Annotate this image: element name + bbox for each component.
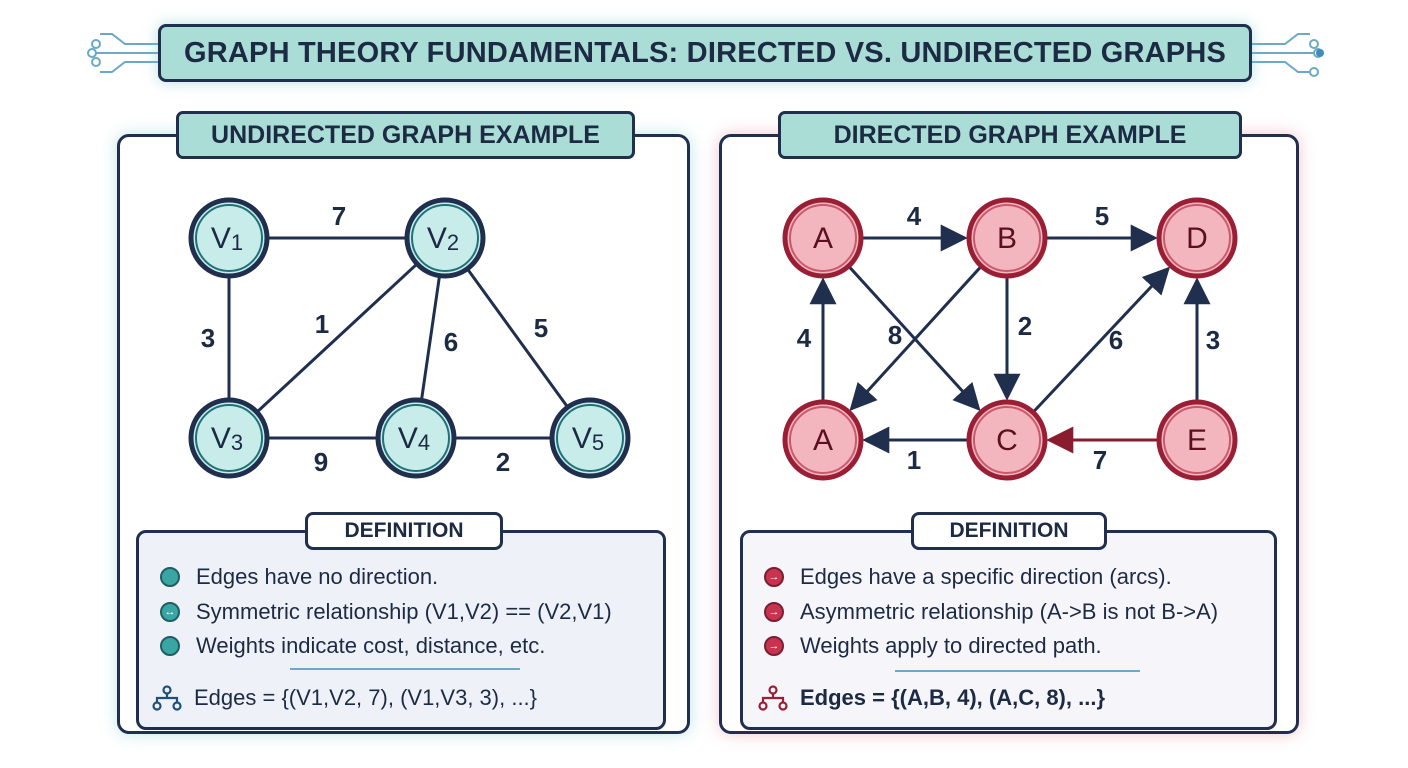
node-label: E bbox=[1187, 424, 1207, 457]
edge-V2-V5 bbox=[443, 237, 592, 439]
main-title: GRAPH THEORY FUNDAMENTALS: DIRECTED VS. … bbox=[158, 24, 1252, 82]
node-V4: V4 bbox=[375, 397, 457, 479]
directed-divider bbox=[895, 670, 1140, 672]
arc-weight-label: 5 bbox=[1095, 201, 1109, 231]
node-circle bbox=[404, 197, 486, 279]
node-circle bbox=[966, 399, 1048, 481]
arc-weight-label: 8 bbox=[888, 320, 902, 350]
node-circle bbox=[782, 197, 864, 279]
double-arrow-icon: ↔ bbox=[160, 602, 180, 622]
arrow-right-icon: → bbox=[764, 636, 784, 656]
circle-icon bbox=[160, 636, 180, 656]
edge-weight-label: 2 bbox=[496, 447, 510, 477]
bullet-text: Weights indicate cost, distance, etc. bbox=[196, 633, 546, 658]
node-V5: V5 bbox=[549, 397, 631, 479]
undirected-edges-set: Edges = {(V1,V2, 7), (V1,V3, 3), ...} bbox=[152, 683, 537, 713]
bullet-text: Asymmetric relationship (A->B is not B->… bbox=[800, 599, 1219, 624]
tree-icon bbox=[758, 685, 788, 711]
node-circle bbox=[375, 397, 457, 479]
arc-C-D bbox=[1033, 266, 1171, 412]
arc-weight-label: 4 bbox=[797, 323, 812, 353]
arc-B-A2 bbox=[849, 266, 982, 411]
directed-edges-set: Edges = {(A,B, 4), (A,C, 8), ...} bbox=[758, 683, 1105, 713]
node-circle bbox=[966, 197, 1048, 279]
node-circle bbox=[1156, 399, 1238, 481]
bullet-text: Edges have a specific direction (arcs). bbox=[800, 564, 1172, 589]
edges-set-text: Edges = {(V1,V2, 7), (V1,V3, 3), ...} bbox=[194, 685, 538, 710]
undirected-bullet: Weights indicate cost, distance, etc. bbox=[160, 632, 545, 660]
edge-weight-label: 5 bbox=[534, 313, 548, 343]
node-A1: A bbox=[782, 197, 864, 279]
bullet-text: Weights apply to directed path. bbox=[800, 633, 1102, 658]
arc-weight-label: 4 bbox=[907, 201, 922, 231]
node-ring bbox=[382, 404, 450, 472]
node-label: V3 bbox=[211, 422, 243, 455]
node-label: V1 bbox=[211, 222, 243, 255]
directed-definition-box bbox=[740, 530, 1277, 730]
node-E: E bbox=[1156, 399, 1238, 481]
node-ring bbox=[556, 404, 624, 472]
arc-weight-label: 2 bbox=[1018, 311, 1032, 341]
edge-weight-label: 7 bbox=[332, 201, 346, 231]
node-label: A bbox=[813, 424, 833, 457]
node-label: V4 bbox=[398, 422, 430, 455]
edge-V2-V3 bbox=[227, 236, 447, 440]
bullet-text: Edges have no direction. bbox=[196, 564, 439, 589]
node-ring bbox=[195, 204, 263, 272]
node-circle bbox=[549, 397, 631, 479]
node-D: D bbox=[1156, 197, 1238, 279]
tree-icon bbox=[152, 685, 182, 711]
node-ring bbox=[411, 204, 479, 272]
undirected-definition-title: DEFINITION bbox=[305, 512, 503, 550]
arrow-right-icon: → bbox=[764, 602, 784, 622]
edge-weight-label: 3 bbox=[201, 323, 215, 353]
node-V3: V3 bbox=[188, 397, 270, 479]
node-ring bbox=[973, 204, 1041, 272]
node-C: C bbox=[966, 399, 1048, 481]
node-ring bbox=[789, 204, 857, 272]
undirected-bullet: Edges have no direction. bbox=[160, 563, 438, 591]
edge-weight-label: 6 bbox=[444, 327, 458, 357]
node-V2: V2 bbox=[404, 197, 486, 279]
node-ring bbox=[973, 406, 1041, 474]
node-ring bbox=[789, 406, 857, 474]
node-B: B bbox=[966, 197, 1048, 279]
directed-bullet: → Asymmetric relationship (A->B is not B… bbox=[764, 598, 1218, 626]
undirected-panel-title: UNDIRECTED GRAPH EXAMPLE bbox=[176, 111, 635, 159]
circle-icon bbox=[160, 567, 180, 587]
arc-weight-label: 3 bbox=[1206, 325, 1220, 355]
directed-bullet: → Edges have a specific direction (arcs)… bbox=[764, 563, 1172, 591]
edge-weight-label: 1 bbox=[315, 309, 329, 339]
node-label: A bbox=[813, 222, 833, 255]
arc-weight-label: 6 bbox=[1109, 325, 1123, 355]
arc-weight-label: 1 bbox=[907, 445, 921, 475]
node-circle bbox=[782, 399, 864, 481]
node-label: V2 bbox=[427, 222, 459, 255]
undirected-divider bbox=[290, 668, 520, 670]
node-ring bbox=[1163, 204, 1231, 272]
node-label: V5 bbox=[572, 422, 604, 455]
node-label: C bbox=[996, 424, 1018, 457]
node-ring bbox=[1163, 406, 1231, 474]
node-circle bbox=[188, 397, 270, 479]
bullet-text: Symmetric relationship (V1,V2) == (V2,V1… bbox=[196, 599, 612, 624]
arc-weight-label: 7 bbox=[1093, 445, 1107, 475]
edges-set-text: Edges = {(A,B, 4), (A,C, 8), ...} bbox=[800, 685, 1106, 710]
node-label: D bbox=[1186, 222, 1208, 255]
directed-panel-title: DIRECTED GRAPH EXAMPLE bbox=[778, 111, 1242, 159]
node-ring bbox=[195, 404, 263, 472]
node-label: B bbox=[997, 222, 1017, 255]
edge-weight-label: 9 bbox=[314, 447, 328, 477]
node-V1: V1 bbox=[188, 197, 270, 279]
directed-definition-title: DEFINITION bbox=[911, 512, 1107, 550]
undirected-bullet: ↔ Symmetric relationship (V1,V2) == (V2,… bbox=[160, 598, 612, 626]
arrow-right-icon: → bbox=[764, 567, 784, 587]
node-A2: A bbox=[782, 399, 864, 481]
directed-bullet: → Weights apply to directed path. bbox=[764, 632, 1102, 660]
node-circle bbox=[188, 197, 270, 279]
node-circle bbox=[1156, 197, 1238, 279]
